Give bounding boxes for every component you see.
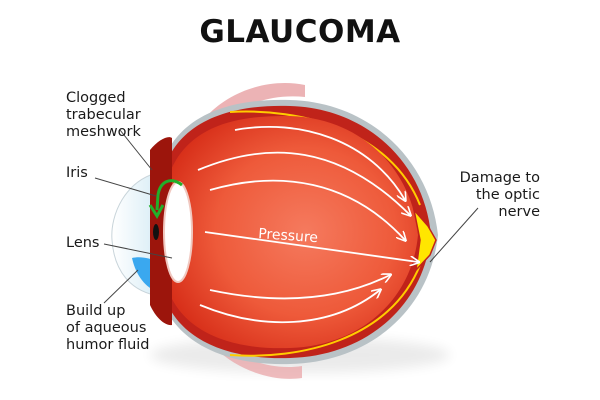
retina-bottom [229,264,421,357]
pressure-arrows [197,126,418,324]
pupil [153,224,159,240]
lens [163,181,193,283]
optic-nerve-damage [412,207,437,273]
flow-arrow-head [148,204,165,219]
diagram-title: GLAUCOMA [199,14,401,50]
leader-lines [94,129,479,304]
flow-arrow-curve [155,179,183,211]
label-optic-nerve-damage: Damage to the optic nerve [459,170,540,220]
label-clogged-trabecular-meshwork: Clogged trabecular meshwork [66,90,141,140]
pressure-label: Pressure [258,226,319,246]
label-aqueous-buildup: Build up of aqueous humor fluid [66,303,150,353]
iris-band [150,137,172,326]
lower-muscle [215,344,302,379]
label-iris: Iris [66,165,88,181]
label-lens: Lens [66,235,100,251]
